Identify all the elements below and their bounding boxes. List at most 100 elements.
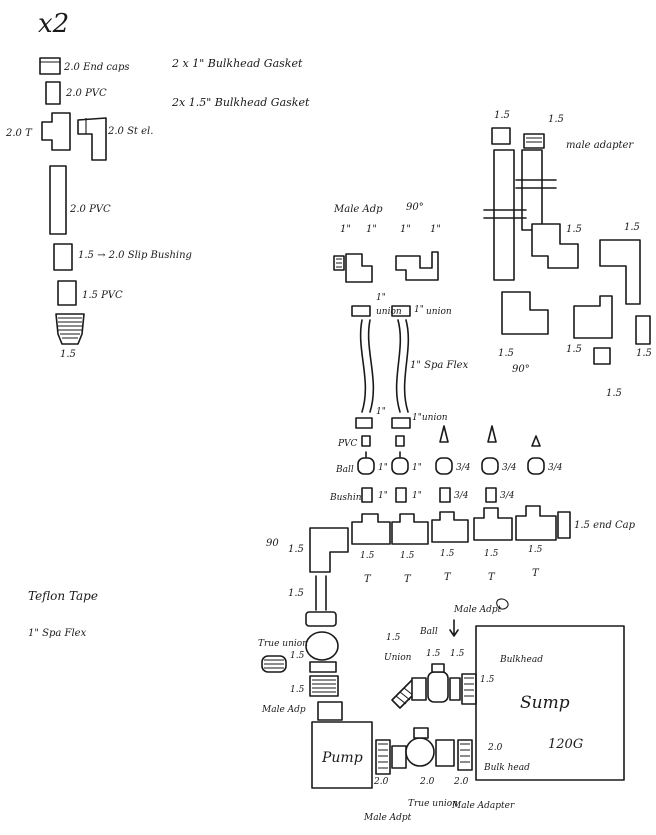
rl-union: Union — [384, 653, 412, 663]
mt-union-low-b: 1"union — [412, 413, 448, 423]
tee-shape — [41, 112, 71, 151]
mt-union-label-b: union — [426, 307, 452, 317]
mt-size-1: 1" — [340, 224, 351, 235]
mt-male-adp: Male Adp — [333, 204, 383, 215]
pvc-short-label: 2.0 PVC — [65, 88, 107, 99]
rl-size-a: 1.5 — [386, 633, 401, 643]
tr-elbow-shape — [309, 527, 349, 573]
left-parts-stack: 2.0 End caps 2.0 PVC 2.0 T 2.0 St el. 2.… — [5, 57, 192, 360]
pa-bottom-size-3: 2.0 — [453, 777, 469, 787]
rc-size-top-left: 1.5 — [494, 110, 510, 121]
tr-tee-size-4: 1.5 — [484, 549, 499, 559]
mt-angle: 90° — [406, 202, 424, 213]
pa-bottom-size-1: 2.0 — [373, 777, 389, 787]
pa-male-adapter-bottom: Male Adapter — [451, 801, 515, 811]
vr-bush-size-1: 1" — [378, 491, 388, 501]
mt-size-3: 1" — [400, 224, 411, 235]
vr-ball-size-5: 3/4 — [548, 463, 563, 473]
street-elbow-label: 2.0 St el. — [107, 126, 153, 137]
mt-union-size-b: 1" — [414, 305, 424, 315]
pvc-long-shape — [49, 165, 67, 235]
pvc-small-shape — [57, 280, 77, 306]
rc-angle: 90° — [512, 364, 530, 375]
valve-rows: PVC Ball 1" 1" 3/4 3/4 3/4 Bushing — [329, 425, 563, 503]
vr-ball-label: Ball — [335, 465, 354, 475]
gasket-note-1: 2 x 1" Bulkhead Gasket — [171, 57, 303, 70]
manifold-top: Male Adp 90° 1" 1" 1" 1" 1" union 1" uni… — [333, 202, 469, 429]
rc-size-mid: 1.5 — [566, 224, 582, 235]
vr-bushing-label: Bushing — [329, 493, 368, 503]
pa-size-union: 1.5 — [290, 651, 305, 661]
gasket-note-2: 2x 1.5" Bulkhead Gasket — [171, 96, 310, 109]
pvc-long-label: 2.0 PVC — [69, 204, 111, 215]
pvc-small-label: 1.5 PVC — [82, 290, 123, 301]
vr-ball-size-3: 3/4 — [456, 463, 471, 473]
rl-size-e: 2.0 — [487, 743, 503, 753]
rl-size-d: 1.5 — [480, 675, 495, 685]
rl-size-c: 1.5 — [450, 649, 465, 659]
threaded-adapter-shape — [55, 313, 85, 345]
rc-elbow-bottom-mid — [573, 295, 613, 339]
rc-long-pipe-1 — [493, 149, 515, 281]
sump-volume: 120G — [548, 737, 583, 752]
street-elbow-shape — [77, 117, 107, 161]
ball-valve-5 — [527, 435, 545, 475]
tr-tee-1 — [351, 513, 391, 545]
vr-ball-size-1: 1" — [378, 463, 388, 473]
pump-assembly: 1.5 True union 1.5 1.5 Male Adp Pump — [258, 575, 515, 823]
tr-tee-5 — [515, 505, 557, 541]
tr-tee-size-2: 1.5 — [400, 551, 415, 561]
rl-bulkhead-bottom: Bulk head — [483, 763, 530, 773]
tr-tee-size-1: 1.5 — [360, 551, 375, 561]
tr-tee-label-2: T — [404, 574, 412, 585]
rc-size-bottom-mid: 1.5 — [566, 344, 582, 355]
tr-elbow-size: 1.5 — [288, 544, 304, 555]
vr-ball-size-2: 1" — [412, 463, 422, 473]
pa-size-top: 1.5 — [288, 588, 304, 599]
rl-size-b: 1.5 — [426, 649, 441, 659]
rc-male-adapter-label: male adapter — [566, 140, 634, 151]
note-teflon: Teflon Tape — [28, 589, 98, 603]
mt-spa-flex: 1" Spa Flex — [410, 360, 469, 371]
rc-size-bottom-small: 1.5 — [606, 388, 622, 399]
tr-tee-label-1: T — [364, 574, 372, 585]
rc-size-bottom-right: 1.5 — [636, 348, 652, 359]
tr-tee-label-4: T — [488, 572, 496, 583]
rc-elbow-mid — [531, 223, 579, 269]
pa-true-union: True union — [258, 639, 308, 649]
tee-row: 90 1.5 1.5 end Cap 1.5 1.5 1.5 1.5 1.5 T… — [266, 505, 636, 585]
mt-union-label-a: union — [376, 307, 402, 317]
tr-end-cap — [557, 511, 571, 539]
pump-label: Pump — [321, 750, 363, 766]
rl-bulkhead-top: Bulkhead — [499, 655, 543, 665]
tr-elbow-label: 90 — [266, 538, 279, 549]
tr-tee-label-3: T — [444, 572, 452, 583]
vr-bush-size-2: 1" — [412, 491, 422, 501]
pvc-short-shape — [45, 81, 61, 105]
pump-body — [311, 721, 373, 789]
ball-valve-4 — [481, 425, 499, 475]
rc-size-top-right: 1.5 — [548, 114, 564, 125]
right-parts-cluster: 1.5 1.5 male adapter 1.5 1.5 1.5 90° 1.5… — [483, 110, 652, 399]
tr-tee-size-5: 1.5 — [528, 545, 543, 555]
rc-elbow-bottom-left — [501, 291, 549, 335]
pa-size-adp: 1.5 — [290, 685, 305, 695]
rl-ball: Ball — [419, 627, 438, 637]
title-x2: x2 — [38, 9, 69, 39]
ball-valve-1 — [357, 451, 375, 475]
mt-union-low-a: 1" — [376, 407, 386, 417]
tr-tee-size-3: 1.5 — [440, 549, 455, 559]
sump-label: Sump — [520, 693, 570, 713]
rc-elbow-right — [599, 239, 641, 305]
mt-size-2: 1" — [366, 224, 377, 235]
slip-bushing-shape — [53, 243, 73, 271]
ball-valve-3 — [435, 425, 453, 475]
threaded-size-label: 1.5 — [60, 349, 76, 360]
rl-male-adpt-top: Male Adpt — [453, 605, 502, 615]
rc-size-bottom-left: 1.5 — [498, 348, 514, 359]
pa-male-adpt: Male Adpt — [363, 813, 412, 823]
tr-end-cap-label: 1.5 end Cap — [574, 520, 636, 531]
end-caps-label: 2.0 End caps — [63, 62, 130, 73]
